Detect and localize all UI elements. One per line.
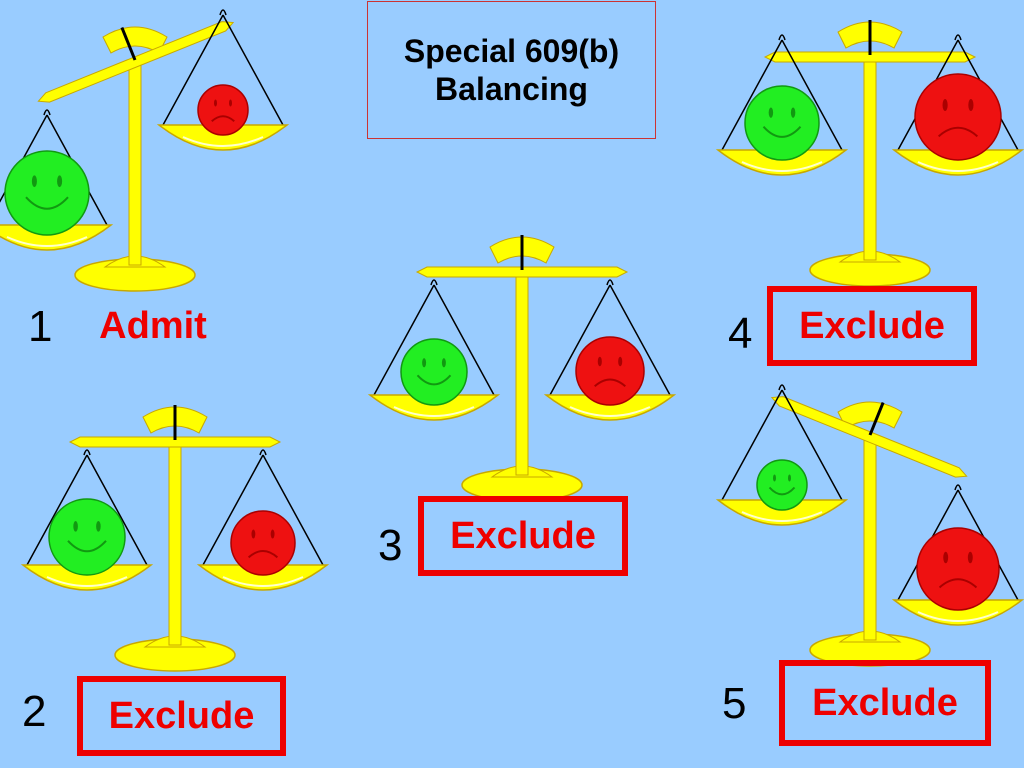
scale-5-smiley-face-icon <box>756 459 808 511</box>
balance-scale-1 <box>0 9 290 292</box>
scale-3-frowning-face-icon <box>575 336 645 406</box>
scale-2-beam <box>68 405 282 448</box>
scale-5-number: 5 <box>722 679 747 728</box>
scale-3-smiley-face-icon <box>400 338 468 406</box>
balance-scale-2 <box>20 405 330 672</box>
scale-1-number: 1 <box>28 302 53 351</box>
scale-4-beam <box>763 20 977 63</box>
balance-scale-5 <box>715 384 1024 667</box>
scale-1-label: Admit <box>99 305 207 347</box>
scale-5-frowning-face-icon <box>916 527 1000 611</box>
scale-5-beam <box>770 396 968 478</box>
scale-1-smiley-face-icon <box>4 150 90 236</box>
scale-2-number: 2 <box>22 687 47 736</box>
scale-4-number: 4 <box>728 309 753 358</box>
title-line-2: Balancing <box>435 71 588 107</box>
scale-2-label: Exclude <box>77 676 286 756</box>
scale-3-label: Exclude <box>418 496 628 576</box>
balance-scale-3 <box>367 235 677 502</box>
scale-5-label: Exclude <box>779 660 991 746</box>
scale-3-beam <box>415 235 629 278</box>
scale-2-frowning-face-icon <box>230 510 296 576</box>
scale-2-smiley-face-icon <box>48 498 126 576</box>
scale-4-frowning-face-icon <box>914 73 1002 161</box>
scale-4-smiley-face-icon <box>744 85 820 161</box>
title-box: Special 609(b) Balancing <box>367 1 656 139</box>
scale-3-number: 3 <box>378 521 403 570</box>
scale-1-beam <box>37 21 235 103</box>
scale-4-label: Exclude <box>767 286 977 366</box>
title-line-1: Special 609(b) <box>403 33 620 69</box>
scale-1-frowning-face-icon <box>197 84 249 136</box>
balance-scale-4 <box>715 20 1024 287</box>
